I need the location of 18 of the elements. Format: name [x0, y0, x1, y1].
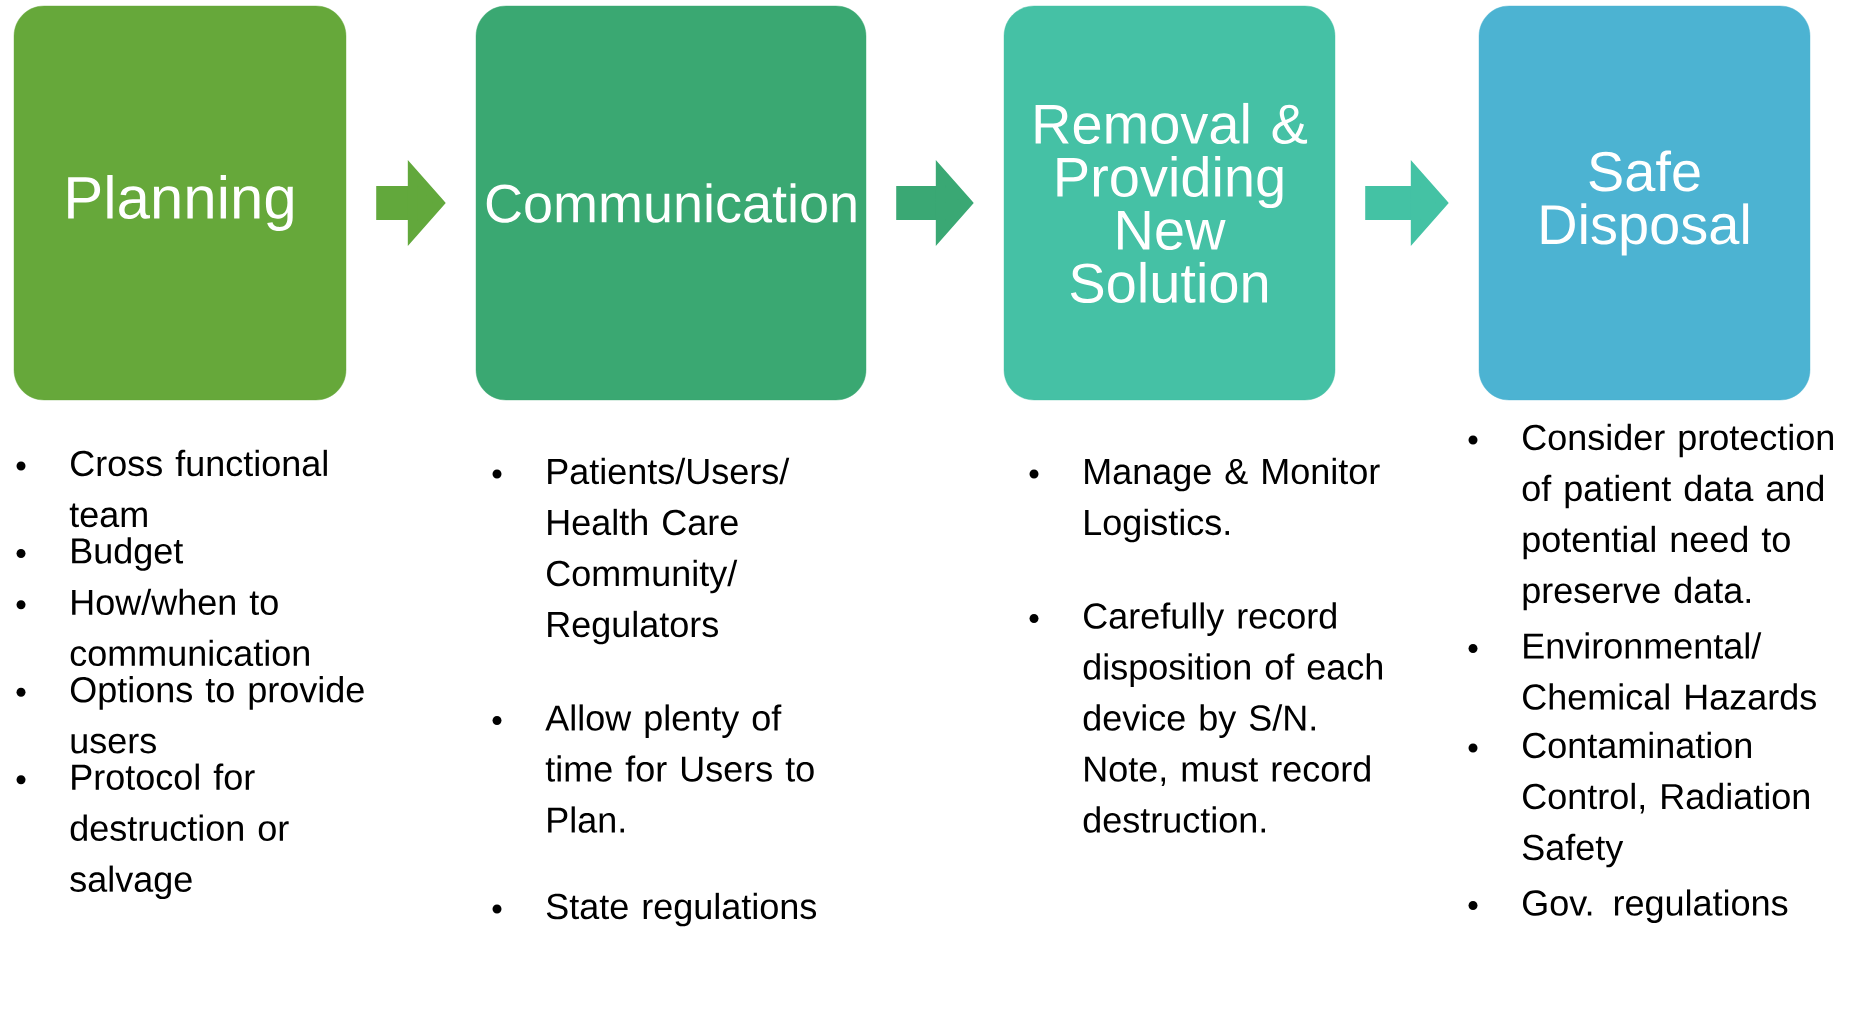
bullet-item: State regulations	[546, 892, 817, 927]
bullet-item: Manage & Monitor Logistics.	[1085, 457, 1380, 543]
process-box: Removal & Providing New Solution	[1003, 5, 1336, 401]
bullet-item: Budget	[72, 537, 184, 571]
bullet-item: Consider protection of patient data and potential need to preserve data.	[1522, 423, 1833, 611]
bullet-item: Carefully record disposition of each device by S/N. Note, must record destruction.	[1083, 602, 1382, 833]
bullet-item: Gov. regulations	[1523, 889, 1788, 923]
bullet-item: Environmental/Chemical Hazards	[1523, 632, 1816, 710]
process-box: Planning	[13, 5, 347, 401]
bullet-item: Protocol for destruction or salvage	[70, 763, 289, 900]
bullet-item: Cross functional team	[69, 449, 327, 528]
bullet-item: Allow plenty of time for Users to Plan.	[545, 704, 814, 833]
bullet-item: Options to provide users	[70, 676, 364, 754]
bullet-item: Patients/Users/Health Care Community/Regulators	[547, 457, 790, 645]
bullet-item: Contamination Control, Radiation Safety	[1522, 731, 1809, 868]
process-box: Safe Disposal	[1478, 5, 1811, 401]
process-box: Communication	[475, 5, 867, 401]
bullet-item: How/when to communication	[70, 588, 309, 667]
